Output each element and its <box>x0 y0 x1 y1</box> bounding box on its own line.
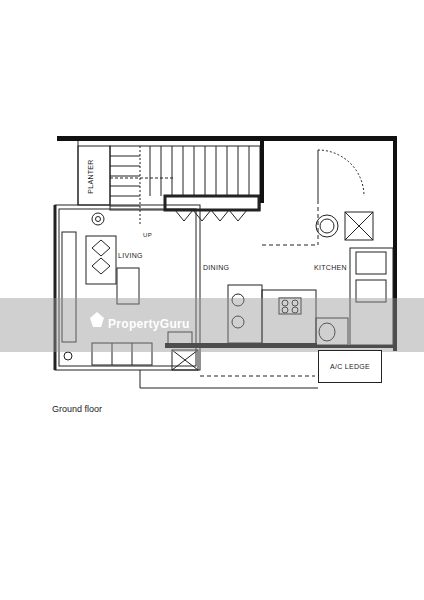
ledge-box: A/C LEDGE <box>318 350 382 383</box>
room-label: LIVING <box>118 252 143 259</box>
watermark: PropertyGuru <box>108 318 190 330</box>
caption: Ground floor <box>52 405 102 414</box>
room-label: DINING <box>203 264 229 271</box>
box-text: A/C LEDGE <box>330 363 370 370</box>
room-label: KITCHEN <box>314 264 347 271</box>
room-label: PLANTER <box>86 159 93 193</box>
stair-label: UP <box>143 232 152 238</box>
